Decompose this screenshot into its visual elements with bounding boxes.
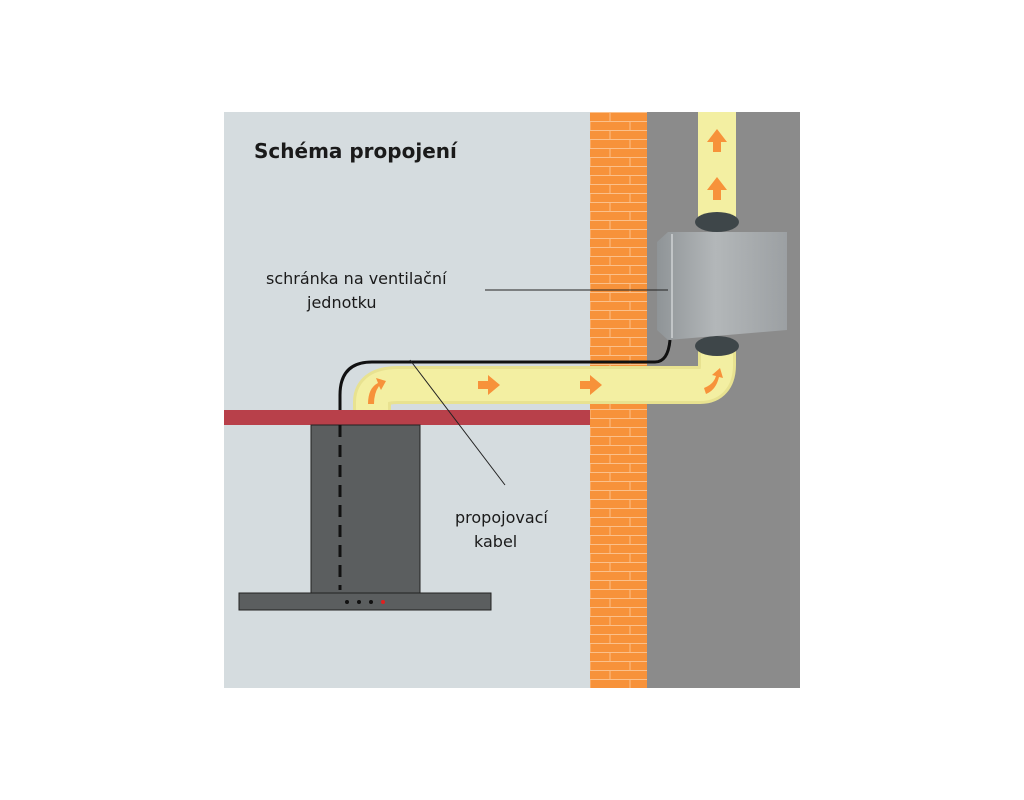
shelf [224,410,590,425]
arrow-icon [580,375,602,395]
box-label-line1: schránka na ventilační [266,269,447,288]
connection-cable [338,339,672,410]
duct-connector-bottom [695,336,739,356]
box-label-line2: jednotku [306,293,377,312]
airflow-arrows [368,129,727,404]
arrow-icon [478,375,500,395]
ventilation-box [657,232,787,340]
hood-base [238,592,492,611]
duct-connector-top [695,212,739,232]
cable-leader-line [409,359,506,486]
arrow-icon [707,129,727,152]
cable-label-line2: kabel [474,532,517,551]
diagram-title: Schéma propojení [254,139,458,163]
hood-chimney [310,424,421,594]
control-buttons [345,600,385,604]
arrow-icon [368,378,386,404]
arrow-icon [707,177,727,200]
cable-label-line1: propojovací [455,508,548,527]
arrow-icon [704,368,723,394]
